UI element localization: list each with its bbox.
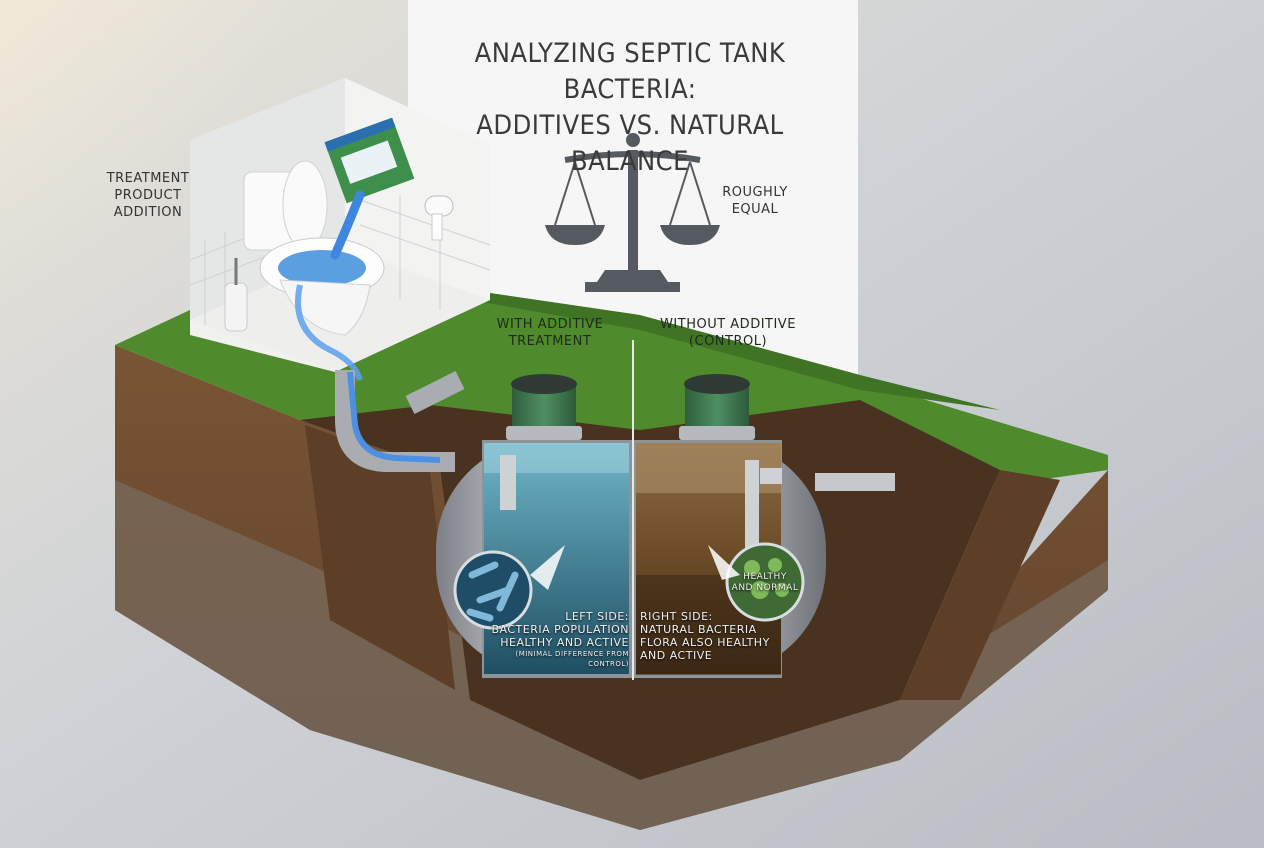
blue-additive-stream [330,190,365,260]
bacteria-magnifier-left [453,550,533,630]
inlet-pipe [335,370,465,472]
title-line-2: ADDITIVES VS. NATURAL BALANCE [476,110,784,177]
bacteria-magnifier-right [725,542,805,622]
title-line-1: ANALYZING SEPTIC TANK BACTERIA: [474,38,786,105]
with-additive-label: WITH ADDITIVE TREATMENT [496,317,604,349]
without-additive-label: WITHOUT ADDITIVE (CONTROL) [660,317,796,349]
toilet-paper-holder [424,195,454,217]
access-lid-left [506,374,582,440]
toilet-brush [224,282,248,332]
toilet-seat-lid [282,160,328,250]
roughly-equal-label: ROUGHLY EQUAL [722,185,788,217]
additive-box [324,117,415,204]
bathroom-cutaway [189,78,491,381]
right-side-caption: RIGHT SIDE: NATURAL BACTERIA FLORA ALSO … [640,610,770,662]
balance-scale-icon [545,133,720,292]
healthy-normal-badge: HEALTHY AND NORMAL [731,572,799,593]
diagram-title: ANALYZING SEPTIC TANK BACTERIA: ADDITIVE… [415,36,845,180]
treatment-product-label: TREATMENT PRODUCT ADDITION [106,171,190,220]
access-lid-right [679,374,755,440]
left-side-caption: LEFT SIDE: BACTERIA POPULATION HEALTHY A… [491,610,629,668]
